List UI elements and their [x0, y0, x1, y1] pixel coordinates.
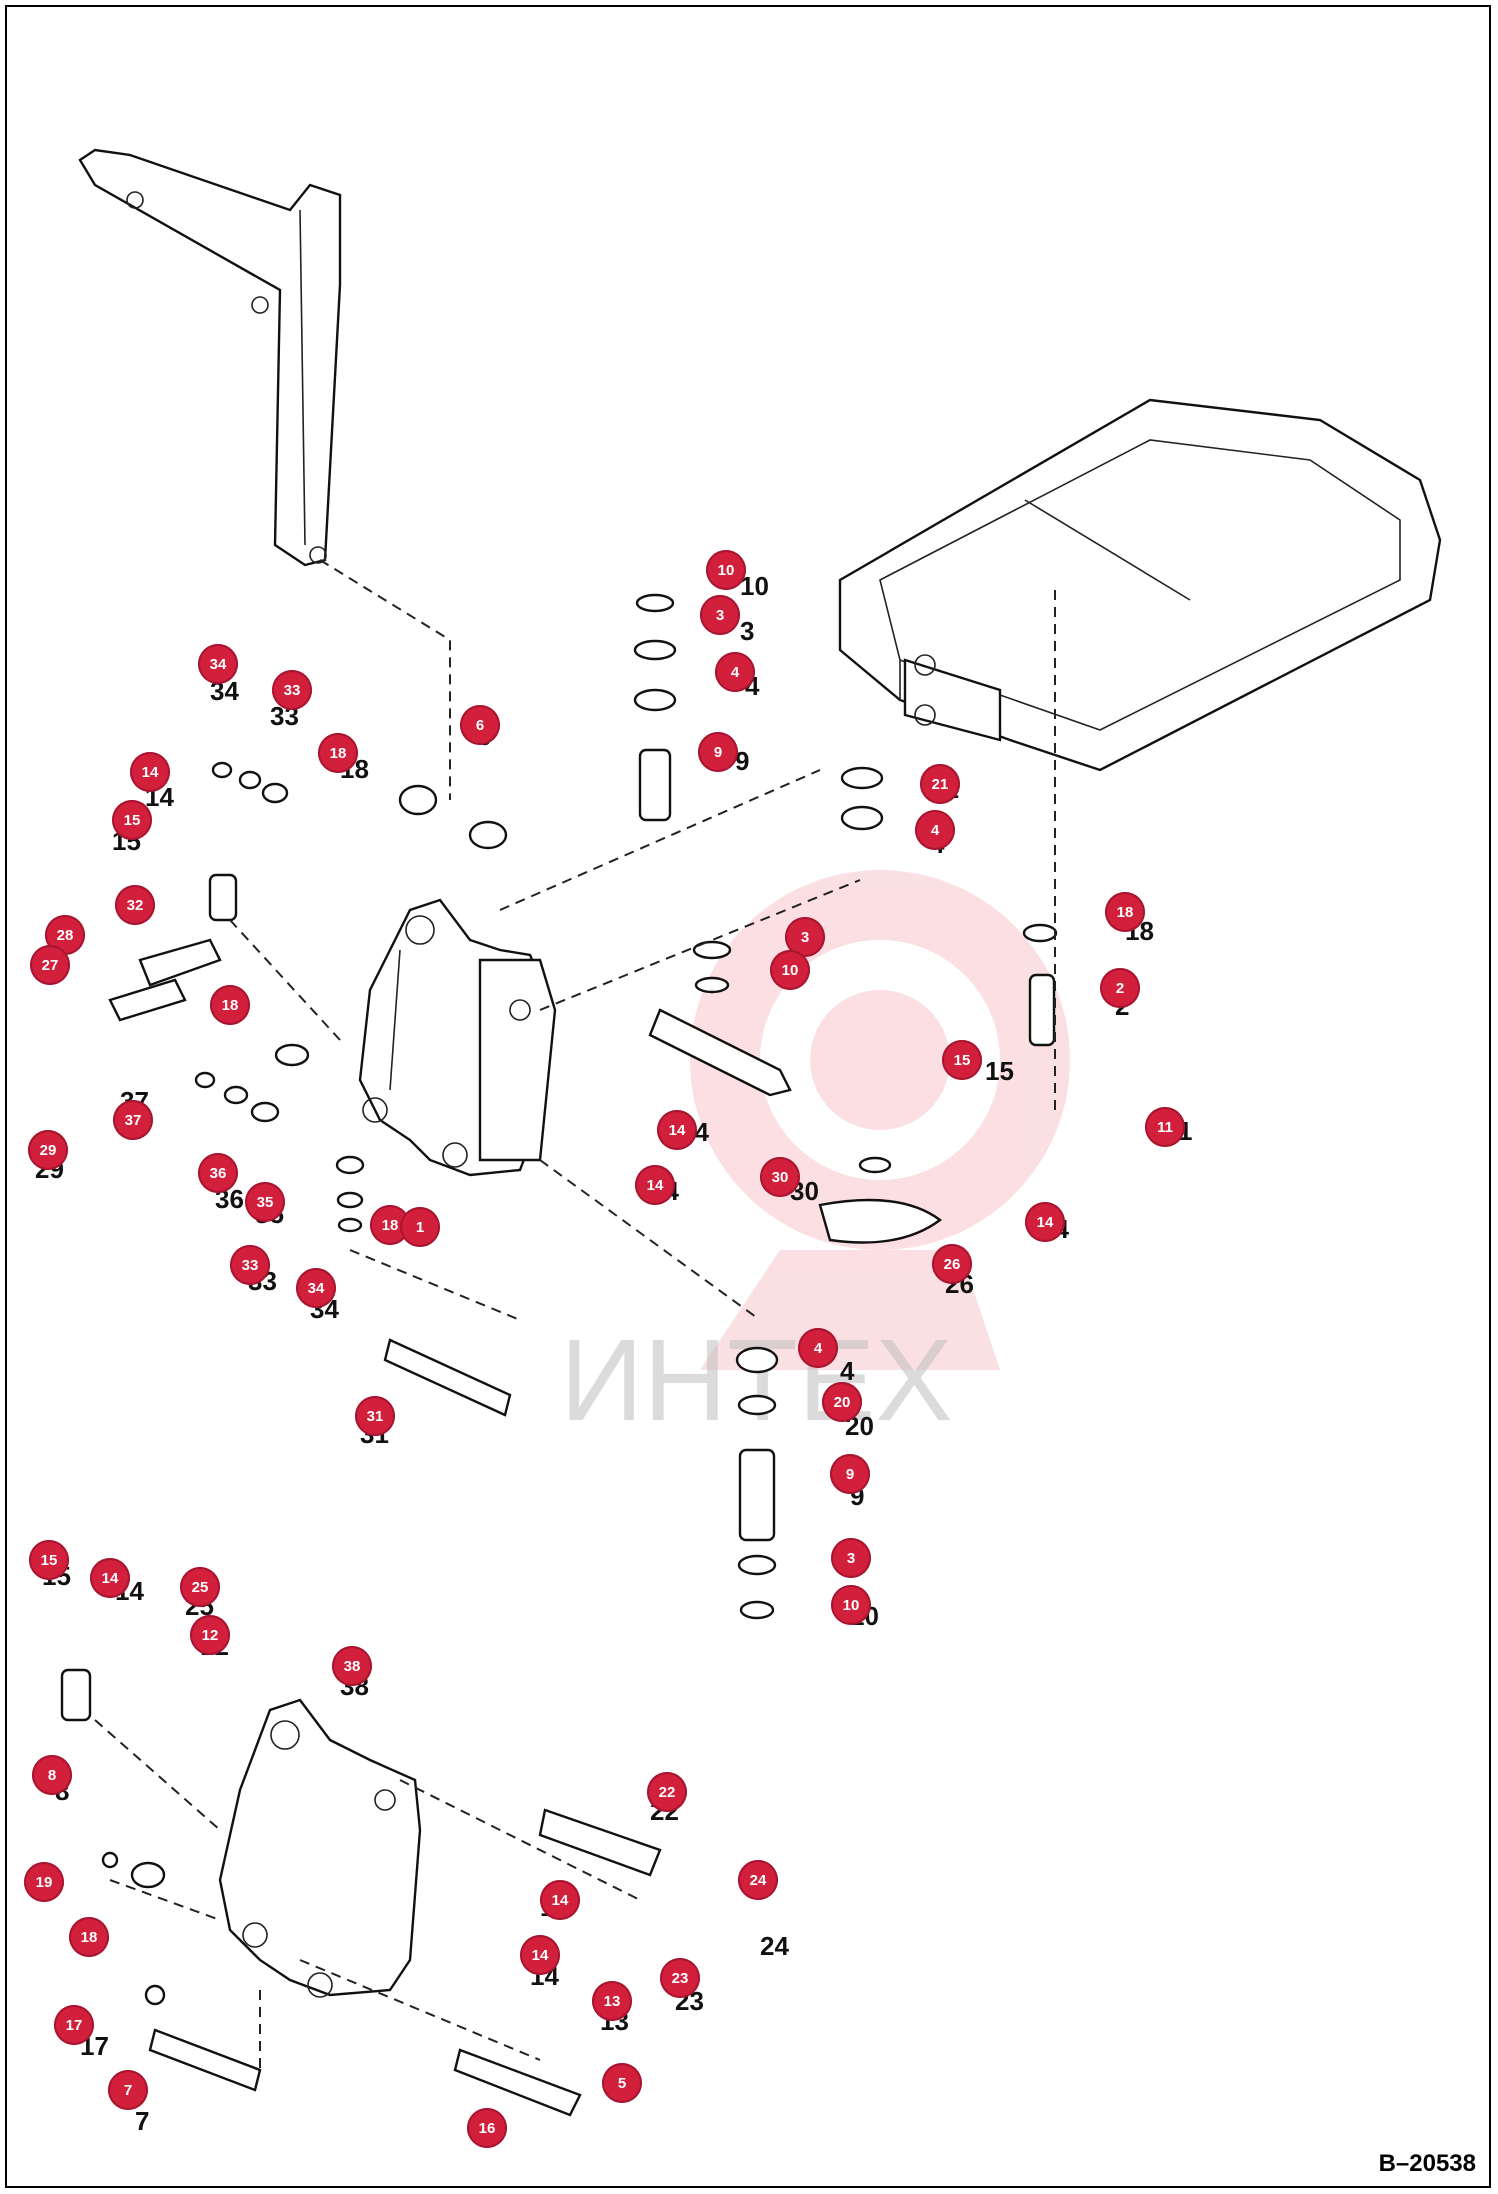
callout-14: 14 [90, 1558, 130, 1598]
watermark-logo [690, 870, 1070, 1370]
pins-and-washers [60, 593, 1058, 2117]
callout-24: 24 [738, 1860, 778, 1900]
callout-14: 14 [1025, 1202, 1065, 1242]
callout-14: 14 [540, 1880, 580, 1920]
callout-34: 34 [198, 644, 238, 684]
callout-10: 10 [770, 950, 810, 990]
svg-text:24: 24 [760, 1931, 789, 1961]
watermark-text: ИНТЕХ [560, 1315, 953, 1445]
callout-18: 18 [69, 1917, 109, 1957]
callout-3: 3 [831, 1538, 871, 1578]
callout-14: 14 [657, 1110, 697, 1150]
callout-9: 9 [830, 1454, 870, 1494]
callout-19: 19 [24, 1862, 64, 1902]
callout-31: 31 [355, 1396, 395, 1436]
callout-12: 12 [190, 1615, 230, 1655]
callout-37: 37 [113, 1100, 153, 1140]
callout-25: 25 [180, 1567, 220, 1607]
callout-29: 29 [28, 1130, 68, 1170]
callout-18: 18 [318, 733, 358, 773]
callout-15: 15 [942, 1040, 982, 1080]
callout-8: 8 [32, 1755, 72, 1795]
svg-text:4: 4 [840, 1356, 855, 1386]
callout-15: 15 [29, 1540, 69, 1580]
svg-text:7: 7 [135, 2106, 149, 2136]
callout-14: 14 [520, 1935, 560, 1975]
callout-28: 28 [45, 915, 85, 955]
assembly-lines [94, 559, 1056, 2070]
boom-part [78, 148, 342, 567]
callout-36: 36 [198, 1153, 238, 1193]
svg-text:3: 3 [740, 616, 754, 646]
callout-3: 3 [700, 595, 740, 635]
callout-35: 35 [245, 1182, 285, 1222]
callout-1: 1 [400, 1207, 440, 1247]
callout-27: 27 [30, 945, 70, 985]
callout-33: 33 [272, 670, 312, 710]
svg-text:15: 15 [985, 1056, 1014, 1086]
callout-4: 4 [715, 652, 755, 692]
callout-14: 14 [130, 752, 170, 792]
callout-30: 30 [760, 1157, 800, 1197]
callout-18: 18 [210, 985, 250, 1025]
callout-10: 10 [831, 1585, 871, 1625]
callout-34: 34 [296, 1268, 336, 1308]
drawing-number: B–20538 [1378, 2150, 1476, 2177]
callout-17: 17 [54, 2005, 94, 2045]
callout-6: 6 [460, 705, 500, 745]
callout-5: 5 [602, 2063, 642, 2103]
svg-text:9: 9 [735, 746, 749, 776]
callout-18: 18 [1105, 892, 1145, 932]
callout-2: 2 [1100, 968, 1140, 1008]
callout-20: 20 [822, 1382, 862, 1422]
lower-bracket-part [218, 1698, 422, 1998]
callout-15: 15 [112, 800, 152, 840]
callout-26: 26 [932, 1244, 972, 1284]
callout-4: 4 [798, 1328, 838, 1368]
upper-frame-part [838, 398, 1442, 772]
callout-32: 32 [115, 885, 155, 925]
callout-14: 14 [635, 1165, 675, 1205]
swing-bracket-part [358, 898, 557, 1177]
callout-10: 10 [706, 550, 746, 590]
callout-13: 13 [592, 1981, 632, 2021]
callout-21: 21 [920, 764, 960, 804]
callout-23: 23 [660, 1958, 700, 1998]
callout-38: 38 [332, 1646, 372, 1686]
callout-7: 7 [108, 2070, 148, 2110]
callout-16: 16 [467, 2108, 507, 2148]
callout-9: 9 [698, 732, 738, 772]
callout-4: 4 [915, 810, 955, 850]
callout-11: 11 [1145, 1107, 1185, 1147]
callout-22: 22 [647, 1772, 687, 1812]
callout-33: 33 [230, 1245, 270, 1285]
